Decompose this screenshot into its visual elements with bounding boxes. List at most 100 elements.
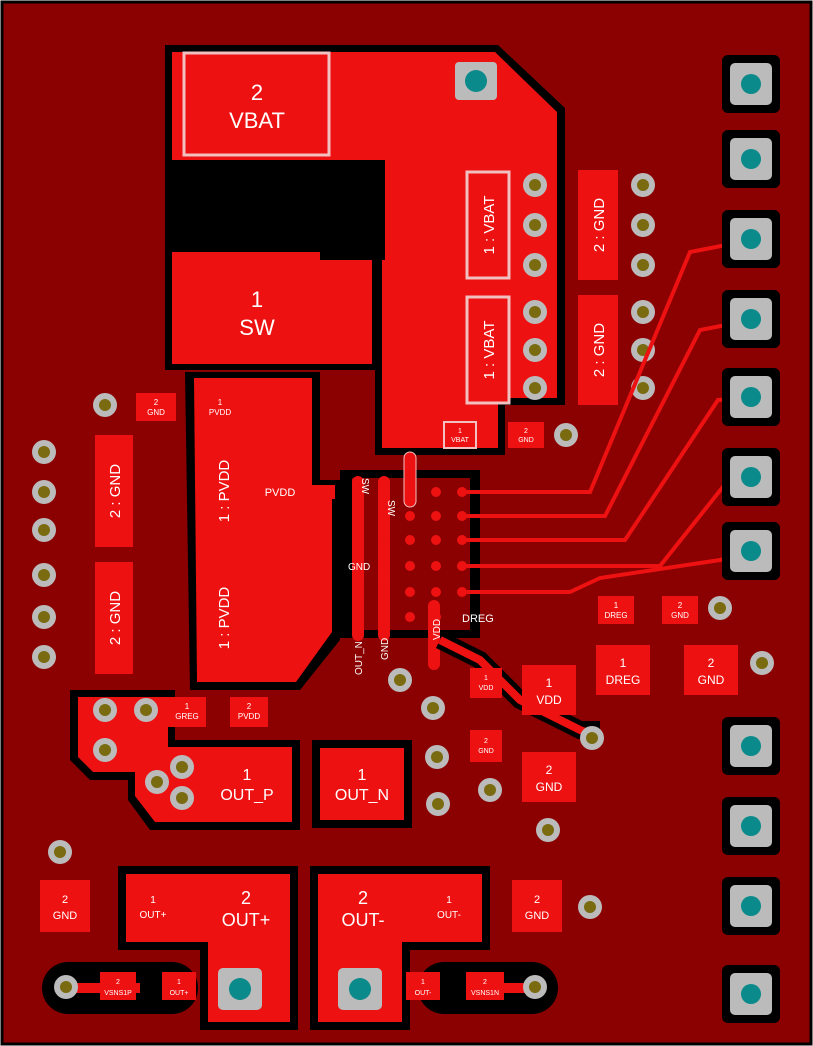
pad-dreg-big: 1 DREG bbox=[596, 645, 650, 695]
pad-outp-big-label: OUT+ bbox=[222, 910, 271, 930]
pad-gnd-vdd-small: 2 GND bbox=[470, 730, 502, 762]
pad-vbat-conn-2: 1 : VBAT bbox=[465, 295, 511, 405]
pad-outp-small-num: 1 bbox=[150, 895, 156, 906]
pad-gnd-br-num: 2 bbox=[534, 894, 540, 906]
pad-gnd-left-2: 2 : GND bbox=[95, 562, 133, 674]
pad-dreg-small-label: DREG bbox=[604, 611, 627, 620]
pad-vbat-big-label: VBAT bbox=[229, 108, 285, 133]
pad-outp-tiny-num: 1 bbox=[177, 979, 181, 986]
via-bottom-right bbox=[338, 968, 382, 1010]
pad-gnd-vdd-big: 2 GND bbox=[522, 752, 576, 802]
via-top bbox=[455, 62, 497, 100]
pad-vsns1p-label: VSNS1P bbox=[104, 990, 132, 997]
net-label-vdd: VDD bbox=[432, 619, 443, 640]
pad-vbat-small: 1 VBAT bbox=[443, 421, 477, 449]
net-label-pvdd: PVDD bbox=[265, 487, 296, 499]
pad-dreg-small: 1 DREG bbox=[598, 596, 634, 624]
pad-vdd-small-num: 1 bbox=[484, 675, 488, 682]
pad-greg: 1 GREG bbox=[168, 697, 206, 727]
pad-pvdd-top-small: 1 PVDD bbox=[200, 393, 240, 421]
via-bottom-left bbox=[218, 968, 262, 1010]
pad-gnd-big-r-num: 2 bbox=[708, 656, 715, 670]
drill-holes-out bbox=[48, 698, 602, 919]
pad-gnd-mid-small: 2 GND bbox=[508, 422, 544, 448]
ic-footprint bbox=[340, 451, 480, 670]
pad-vbat-big-num: 2 bbox=[251, 80, 263, 105]
pad-vbat-small-num: 1 bbox=[458, 428, 462, 435]
pad-gnd-br-label: GND bbox=[525, 910, 550, 922]
pad-out-p: 1 OUT_P bbox=[205, 752, 290, 818]
pad-gnd-conn-1-label: 2 : GND bbox=[591, 198, 608, 252]
pad-sw-big-label: SW bbox=[239, 315, 275, 340]
pad-outp-big-num: 2 bbox=[241, 888, 251, 908]
pad-vsns1p-num: 2 bbox=[116, 979, 120, 986]
pad-gnd-top-small: 2 GND bbox=[136, 393, 176, 421]
pad-outp-tiny: 1 OUT+ bbox=[162, 972, 196, 1000]
net-label-gnd: GND bbox=[380, 638, 391, 660]
pad-outp-tiny-label: OUT+ bbox=[170, 990, 189, 997]
pad-greg-label: GREG bbox=[175, 712, 199, 721]
pad-out-n-num: 1 bbox=[358, 767, 367, 784]
pad-outp-small: 1 OUT+ bbox=[128, 882, 178, 932]
header-pins-right bbox=[722, 55, 780, 1023]
pad-vsns1n-label: VSNS1N bbox=[471, 990, 499, 997]
pad-outn-big-label: OUT- bbox=[342, 910, 385, 930]
pad-vdd-small-label: VDD bbox=[479, 685, 494, 692]
pad-pvdd-top-small-label: PVDD bbox=[209, 408, 231, 417]
pad-gnd-bl: 2 GND bbox=[40, 880, 90, 932]
drill-holes-mid bbox=[388, 668, 560, 842]
pad-sw-big: 1 SW bbox=[184, 262, 329, 364]
pad-vbat-conn-1-label: 1 : VBAT bbox=[481, 196, 498, 255]
pad-vdd-big-num: 1 bbox=[546, 676, 553, 690]
drill-holes-left bbox=[32, 393, 117, 669]
pad-pvdd-1: 1 : PVDD bbox=[200, 435, 245, 547]
pad-pvdd-1-label: 1 : PVDD bbox=[216, 460, 233, 523]
pad-gnd-br: 2 GND bbox=[512, 880, 562, 932]
pad-vdd-big: 1 VDD bbox=[522, 665, 576, 715]
pad-vdd-big-label: VDD bbox=[536, 693, 562, 707]
net-label-sw: SW bbox=[359, 478, 370, 495]
pad-pvdd-2-label: 1 : PVDD bbox=[216, 587, 233, 650]
pad-vbat-big: 2 VBAT bbox=[182, 51, 331, 157]
pad-pvdd-top-small-num: 1 bbox=[218, 398, 223, 407]
pad-gnd-vdd-big-num: 2 bbox=[546, 763, 553, 777]
pad-outn-big-num: 2 bbox=[358, 888, 368, 908]
pad-vbat-small-label: VBAT bbox=[451, 437, 469, 444]
pad-gnd-top-small-num: 2 bbox=[154, 398, 159, 407]
pad-vsns1p: 2 VSNS1P bbox=[100, 972, 136, 1000]
pad-gnd-top-small-label: GND bbox=[147, 408, 165, 417]
pad-vsns1n: 2 VSNS1N bbox=[466, 972, 504, 1000]
pad-outn-big: 2 OUT- bbox=[322, 878, 404, 940]
pad-vdd-small: 1 VDD bbox=[470, 668, 502, 698]
pad-outn-small: 1 OUT- bbox=[424, 882, 474, 932]
pad-out-n-label: OUT_N bbox=[335, 787, 389, 804]
pad-gnd-small-r-label: GND bbox=[671, 611, 689, 620]
pad-gnd-small-r: 2 GND bbox=[662, 596, 698, 624]
pad-dreg-big-num: 1 bbox=[620, 656, 627, 670]
pad-outn-small-num: 1 bbox=[446, 895, 452, 906]
pad-outn-tiny: 1 OUT- bbox=[406, 972, 440, 1000]
pad-outp-big: 2 OUT+ bbox=[205, 878, 287, 940]
pad-gnd-bl-label: GND bbox=[53, 910, 78, 922]
pad-outn-small-label: OUT- bbox=[437, 910, 461, 921]
pad-dreg-small-num: 1 bbox=[614, 601, 619, 610]
pad-gnd-left-1: 2 : GND bbox=[95, 435, 133, 547]
pad-gnd-conn-1: 2 : GND bbox=[578, 170, 618, 280]
pad-gnd-vdd-small-label: GND bbox=[478, 748, 494, 755]
pad-out-p-num: 1 bbox=[243, 767, 252, 784]
pad-pvdd-2: 1 : PVDD bbox=[200, 562, 245, 674]
pad-dreg-big-label: DREG bbox=[606, 673, 641, 687]
pad-gnd-left-1-label: 2 : GND bbox=[107, 464, 124, 518]
pad-gnd-conn-2-label: 2 : GND bbox=[591, 323, 608, 377]
pad-vbat-conn-2-label: 1 : VBAT bbox=[481, 321, 498, 380]
pad-sw-big-num: 1 bbox=[251, 287, 263, 312]
pad-vsns1n-num: 2 bbox=[483, 979, 487, 986]
net-label-dreg: DREG bbox=[462, 613, 494, 625]
pad-outn-tiny-label: OUT- bbox=[415, 990, 432, 997]
pad-gnd-big-r-label: GND bbox=[698, 673, 725, 687]
pad-pvdd-bottom-num: 2 bbox=[247, 702, 252, 711]
pad-gnd-mid-small-label: GND bbox=[518, 437, 534, 444]
pad-gnd-small-r-num: 2 bbox=[678, 601, 683, 610]
pad-gnd-bl-num: 2 bbox=[62, 894, 68, 906]
